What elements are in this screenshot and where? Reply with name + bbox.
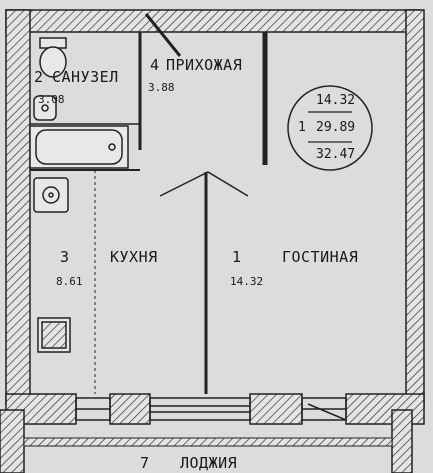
kitchen-area: 8.61 (56, 275, 83, 288)
windows (75, 397, 347, 421)
area-summary-badge (287, 85, 373, 171)
loggia-number: 7 (140, 454, 150, 472)
living-area: 14.32 (230, 275, 264, 288)
outer-walls (0, 9, 425, 473)
toilet-icon (39, 37, 67, 78)
hallway-area: 3.88 (148, 81, 175, 94)
summary-total-area: 29.89 (316, 120, 356, 135)
hallway-number: 4 (150, 56, 160, 74)
summary-living-area: 14.32 (316, 93, 356, 108)
living-number: 1 (232, 248, 242, 266)
balcony-door-swing (307, 403, 347, 421)
entrance-door (144, 13, 182, 57)
loggia-name: ЛОДЖИЯ (180, 454, 238, 472)
living-name: ГОСТИНАЯ (282, 248, 359, 266)
stove-icon (37, 317, 71, 353)
bathroom-name: САНУЗЕЛ (52, 68, 119, 86)
bathroom-number: 2 (34, 68, 44, 86)
doorway-wedge (159, 171, 249, 197)
hallway-name: ПРИХОЖАЯ (166, 56, 243, 74)
kitchen-sink-icon (33, 177, 69, 213)
kitchen-number: 3 (60, 248, 70, 266)
kitchen-name: КУХНЯ (110, 248, 158, 266)
bathtub-icon (29, 125, 129, 169)
summary-total-with-loggia: 32.47 (316, 147, 356, 162)
bathroom-sink-icon (33, 95, 57, 121)
summary-rooms-count: 1 (298, 120, 306, 135)
bathroom-area: 3.08 (38, 93, 65, 106)
